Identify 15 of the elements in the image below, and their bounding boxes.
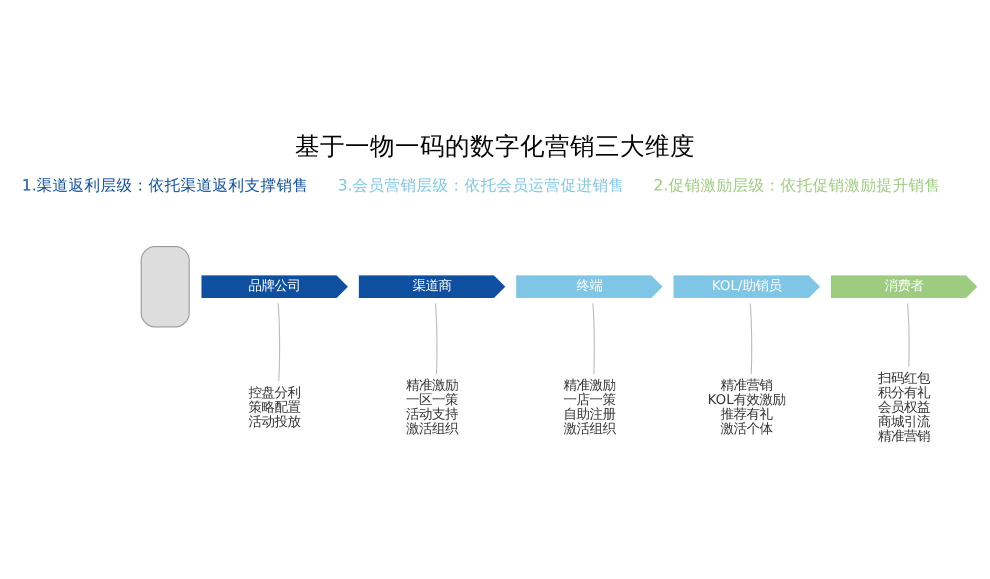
connector <box>434 303 438 374</box>
label: 3.会员营销层级：依托会员运营促进销售 <box>338 176 625 194</box>
node-box <box>140 246 190 328</box>
node-text: 精准激励 一区一策 活动支持 激活组织 <box>406 378 458 438</box>
connector <box>906 303 910 367</box>
label: 2.促销激励层级：依托促销激励提升销售 <box>653 176 940 194</box>
node-text: 控盘分利 策略配置 活动投放 <box>248 386 301 430</box>
label: 1.渠道返利层级：依托渠道返利支撑销售 <box>22 176 309 194</box>
connector <box>750 303 752 374</box>
node-text: 扫码红包 积分有礼 会员权益 商城引流 精准营销 <box>878 371 930 444</box>
node-text: 精准营销 KOL有效激励 推荐有礼 激活个体 <box>708 378 786 438</box>
connector <box>278 303 280 382</box>
connector <box>592 303 595 374</box>
node-text: 精准激励 一店一策 自助注册 激活组织 <box>563 378 616 438</box>
diagram-title: 基于一物一码的数字化营销三大维度 <box>295 132 695 161</box>
